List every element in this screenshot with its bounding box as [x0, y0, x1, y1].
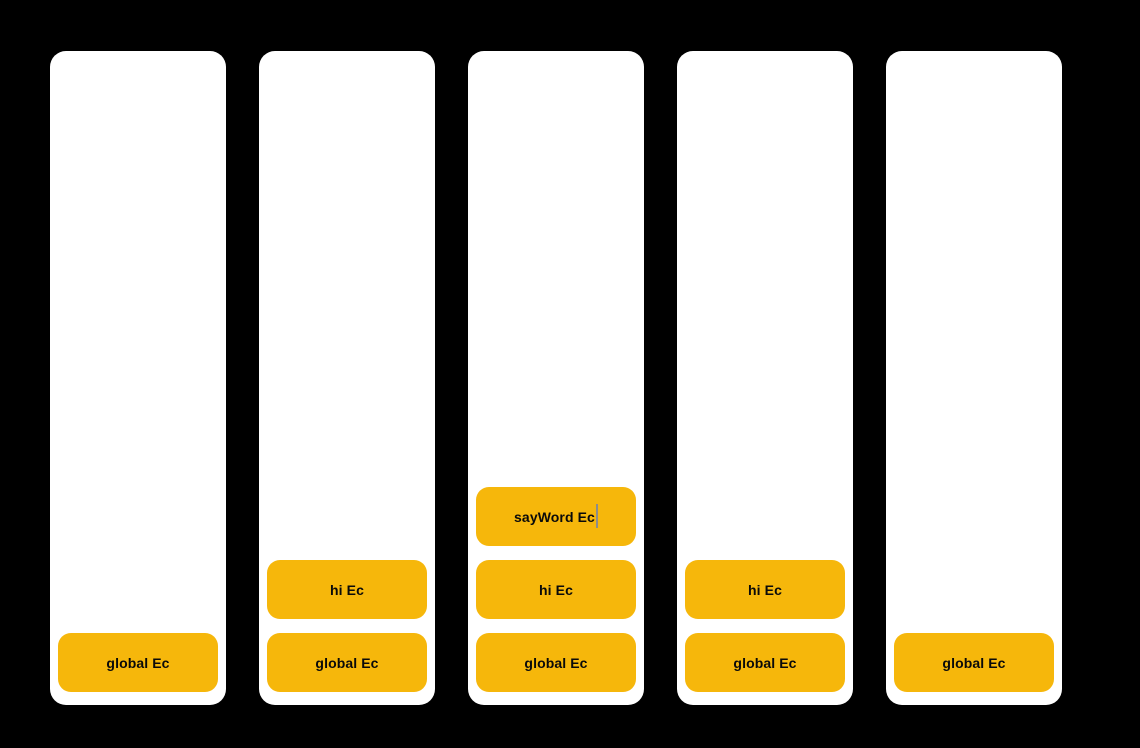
execution-context-block[interactable]: hi Ec: [267, 560, 427, 619]
call-stack-panel-stack-state-2: hi Ec global Ec: [259, 51, 435, 705]
execution-context-block[interactable]: hi Ec: [685, 560, 845, 619]
execution-context-label: global Ec: [524, 654, 588, 671]
execution-context-block[interactable]: global Ec: [267, 633, 427, 692]
execution-context-block[interactable]: global Ec: [685, 633, 845, 692]
call-stack-panel-stack-state-3: sayWord Ec hi Ec global Ec: [468, 51, 644, 705]
execution-context-label: global Ec: [106, 654, 170, 671]
text-caret: [595, 503, 598, 528]
execution-context-label: global Ec: [733, 654, 797, 671]
call-stack-panel-stack-state-4: hi Ec global Ec: [677, 51, 853, 705]
execution-context-label: hi Ec: [539, 581, 573, 598]
execution-context-block[interactable]: global Ec: [894, 633, 1054, 692]
execution-context-label: hi Ec: [748, 581, 782, 598]
call-stack-panel-stack-state-5: global Ec: [886, 51, 1062, 705]
execution-context-block[interactable]: hi Ec: [476, 560, 636, 619]
execution-context-label: global Ec: [942, 654, 1006, 671]
execution-context-label: sayWord Ec: [514, 508, 595, 525]
execution-context-block[interactable]: sayWord Ec: [476, 487, 636, 546]
execution-context-block[interactable]: global Ec: [58, 633, 218, 692]
call-stack-panel-stack-state-1: global Ec: [50, 51, 226, 705]
execution-context-board: global Ec hi Ec global Ec sayWord Ec hi Ec gl…: [50, 51, 1062, 705]
execution-context-block[interactable]: global Ec: [476, 633, 636, 692]
execution-context-label: global Ec: [315, 654, 379, 671]
execution-context-label: hi Ec: [330, 581, 364, 598]
